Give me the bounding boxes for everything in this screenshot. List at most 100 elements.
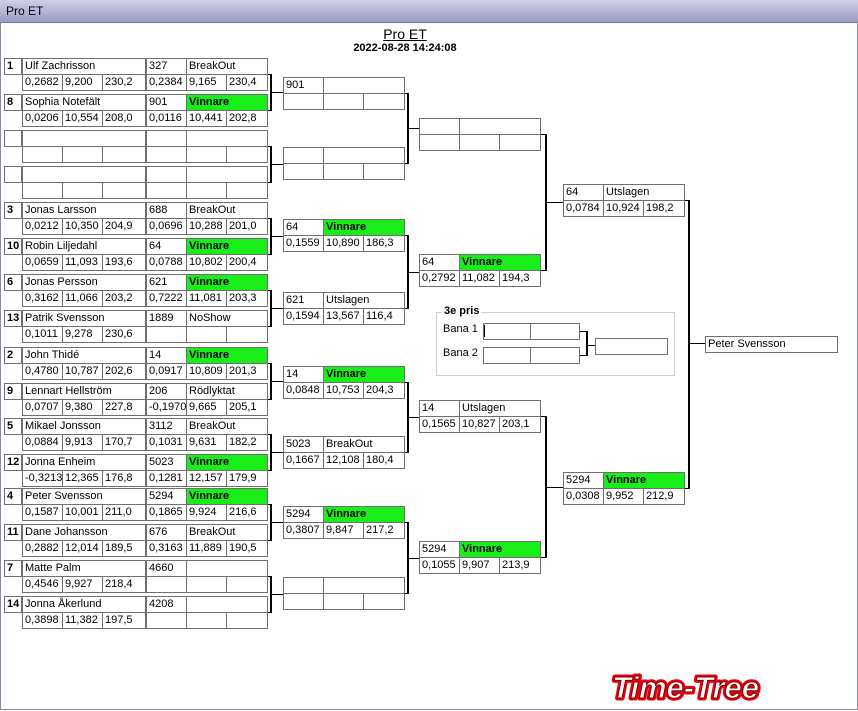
round3-result: Vinnare [459, 541, 541, 558]
round3-dial[interactable]: 64 [419, 254, 460, 271]
round1-dial[interactable]: 5294 [146, 488, 187, 505]
entrant-name[interactable]: Robin Liljedahl [22, 238, 146, 255]
round4-et: 9,952 [603, 488, 644, 505]
round1-dial[interactable]: 1889 [146, 310, 187, 327]
seed-number: 1 [4, 58, 22, 75]
round1-dial[interactable]: 206 [146, 383, 187, 400]
round3-dial[interactable]: 14 [419, 400, 460, 417]
champion-name: Peter Svensson [705, 336, 838, 353]
page-title: Pro ET [383, 26, 427, 42]
round2-reaction: 0,0848 [283, 382, 324, 399]
round2-dial[interactable]: 5023 [283, 436, 324, 453]
round3-reaction: 0,1055 [419, 557, 460, 574]
entrant-name[interactable]: Matte Palm [22, 560, 146, 577]
round3-speed: 213,9 [499, 557, 541, 574]
round1-result [186, 596, 268, 613]
round1-dial[interactable]: 5023 [146, 454, 187, 471]
round1-speed: 201,0 [226, 218, 268, 235]
seed-number: 13 [4, 310, 22, 327]
entrant-et [62, 146, 103, 163]
connector [545, 202, 563, 203]
round1-result: BreakOut [186, 58, 268, 75]
round1-dial[interactable]: 64 [146, 238, 187, 255]
entrant-reaction: 0,1011 [22, 326, 63, 343]
window-titlebar: Pro ET [0, 0, 858, 23]
round2-et: 12,108 [323, 452, 364, 469]
entrant-et: 11,066 [62, 290, 103, 307]
round2-et [323, 163, 364, 180]
entrant-name[interactable]: Jonas Persson [22, 274, 146, 291]
round1-dial[interactable]: 621 [146, 274, 187, 291]
entrant-et: 11,093 [62, 254, 103, 271]
entrant-speed: 218,4 [102, 576, 146, 593]
entrant-name[interactable]: Peter Svensson [22, 488, 146, 505]
round1-speed [226, 612, 268, 629]
round1-dial[interactable]: 4208 [146, 596, 187, 613]
entrant-speed: 203,2 [102, 290, 146, 307]
round3-dial[interactable] [419, 118, 460, 135]
entrant-name[interactable] [22, 130, 146, 147]
connector [587, 345, 596, 346]
entrant-name[interactable]: John Thidé [22, 347, 146, 364]
round1-reaction: 0,1031 [146, 434, 187, 451]
round1-et: 11,081 [186, 290, 227, 307]
round4-dial[interactable]: 5294 [563, 472, 604, 489]
round1-dial[interactable]: 4660 [146, 560, 187, 577]
entrant-et: 10,001 [62, 504, 103, 521]
round1-dial[interactable]: 14 [146, 347, 187, 364]
entrant-name[interactable]: Dane Johansson [22, 524, 146, 541]
connector [407, 128, 419, 129]
third-place-result [595, 338, 668, 355]
entrant-name[interactable]: Sophia Notefält [22, 94, 146, 111]
round4-dial[interactable]: 64 [563, 184, 604, 201]
entrant-et: 10,787 [62, 363, 103, 380]
third-place-lane2-result [530, 347, 580, 364]
entrant-name[interactable]: Jonas Larsson [22, 202, 146, 219]
round1-result: Vinnare [186, 274, 268, 291]
round1-dial[interactable] [146, 166, 187, 183]
seed-number [4, 166, 22, 183]
round3-reaction: 0,2792 [419, 270, 460, 287]
time-tree-logo: Time-Tree Time-Tree [610, 668, 762, 708]
entrant-name[interactable]: Jonna Åkerlund [22, 596, 146, 613]
round1-dial[interactable]: 676 [146, 524, 187, 541]
entrant-name[interactable]: Mikael Jonsson [22, 418, 146, 435]
round3-et: 11,082 [459, 270, 500, 287]
round1-speed [226, 326, 268, 343]
entrant-name[interactable]: Patrik Svensson [22, 310, 146, 327]
entrant-reaction: 0,0659 [22, 254, 63, 271]
round1-result: Rödlyktat [186, 383, 268, 400]
entrant-reaction: 0,2682 [22, 74, 63, 91]
round2-dial[interactable] [283, 577, 324, 594]
third-place-lane1-input[interactable] [483, 323, 531, 340]
entrant-name[interactable]: Jonna Enheim [22, 454, 146, 471]
round1-dial[interactable]: 688 [146, 202, 187, 219]
round2-dial[interactable]: 14 [283, 366, 324, 383]
third-place-lane2-input[interactable] [483, 347, 531, 364]
connector [685, 488, 690, 489]
round1-dial[interactable]: 327 [146, 58, 187, 75]
round2-result: Utslagen [323, 292, 405, 309]
round2-dial[interactable]: 901 [283, 77, 324, 94]
round1-reaction [146, 612, 187, 629]
round2-dial[interactable]: 64 [283, 219, 324, 236]
round1-result: BreakOut [186, 202, 268, 219]
round2-dial[interactable]: 621 [283, 292, 324, 309]
round1-dial[interactable]: 901 [146, 94, 187, 111]
round2-dial[interactable] [283, 147, 324, 164]
round2-dial[interactable]: 5294 [283, 506, 324, 523]
entrant-name[interactable]: Ulf Zachrisson [22, 58, 146, 75]
round3-dial[interactable]: 5294 [419, 541, 460, 558]
seed-number: 2 [4, 347, 22, 364]
round2-et [323, 93, 364, 110]
entrant-reaction [22, 146, 63, 163]
connector [270, 92, 284, 93]
entrant-name[interactable] [22, 166, 146, 183]
round1-dial[interactable]: 3112 [146, 418, 187, 435]
entrant-speed: 170,7 [102, 434, 146, 451]
round4-speed: 198,2 [643, 200, 685, 217]
round1-dial[interactable] [146, 130, 187, 147]
seed-number: 4 [4, 488, 22, 505]
round1-reaction: 0,7222 [146, 290, 187, 307]
entrant-name[interactable]: Lennart Hellström [22, 383, 146, 400]
